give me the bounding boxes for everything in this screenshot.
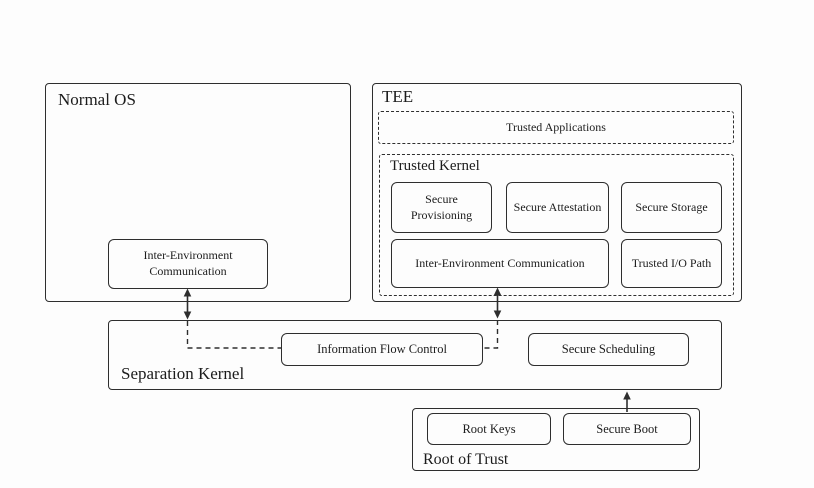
arrowhead-down-right: [493, 310, 502, 319]
trusted-kernel-box: Trusted Kernel Secure Provisioning Secur…: [379, 154, 734, 296]
normal-os-box: Normal OS Inter-Environment Communicatio…: [45, 83, 351, 302]
trusted-kernel-title: Trusted Kernel: [390, 158, 480, 174]
separation-kernel-box: Information Flow Control Secure Scheduli…: [108, 320, 722, 390]
trusted-io-path-module: Trusted I/O Path: [621, 239, 722, 288]
secure-storage-module: Secure Storage: [621, 182, 722, 233]
trusted-applications-box: Trusted Applications: [378, 111, 734, 144]
normal-os-iec-module: Inter-Environment Communication: [108, 239, 268, 289]
arrowhead-down-left: [183, 311, 192, 320]
secure-scheduling-module: Secure Scheduling: [528, 333, 689, 366]
tee-title: TEE: [382, 87, 414, 106]
secure-provisioning-module: Secure Provisioning: [391, 182, 492, 233]
arrowhead-up-root: [623, 391, 631, 400]
tee-iec-module: Inter-Environment Communication: [391, 239, 609, 288]
secure-boot-module: Secure Boot: [563, 413, 691, 445]
root-keys-module: Root Keys: [427, 413, 551, 445]
root-of-trust-title: Root of Trust: [423, 451, 509, 468]
root-of-trust-box: Root Keys Secure Boot Root of Trust: [412, 408, 700, 471]
secure-attestation-module: Secure Attestation: [506, 182, 609, 233]
normal-os-title: Normal OS: [58, 90, 136, 109]
trusted-applications-label: Trusted Applications: [506, 120, 606, 134]
tee-box: TEE Trusted Applications Trusted Kernel …: [372, 83, 742, 302]
information-flow-control-module: Information Flow Control: [281, 333, 483, 366]
separation-kernel-title: Separation Kernel: [121, 364, 245, 383]
